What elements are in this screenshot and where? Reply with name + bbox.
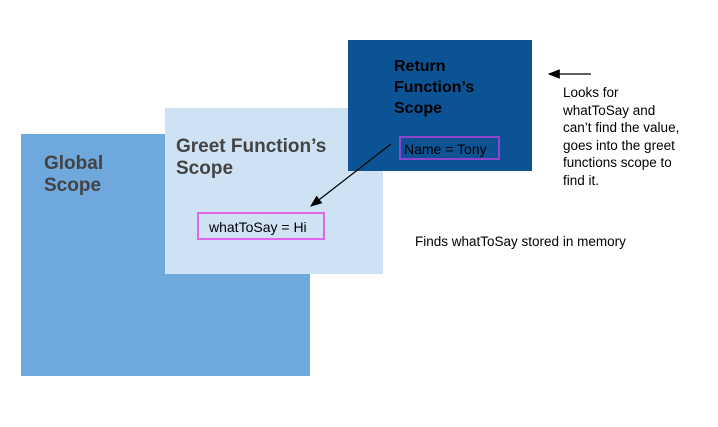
- return-scope-title: Return Function’s Scope: [394, 57, 474, 119]
- found-note: Finds whatToSay stored in memory: [415, 234, 626, 249]
- note-line: whatToSay and: [563, 102, 656, 118]
- global-scope-title: Global Scope: [44, 153, 103, 197]
- title-line: Scope: [44, 174, 102, 196]
- title-line: Greet Function’s: [176, 136, 327, 157]
- greet-function-scope-box: Greet Function’s Scope whatToSay = Hi: [165, 108, 383, 274]
- whattosay-variable: whatToSay = Hi: [197, 212, 325, 240]
- lookup-arrow-icon: [310, 143, 392, 207]
- note-line: Looks for: [563, 85, 619, 100]
- note-line: goes into the greet: [563, 137, 675, 153]
- title-line: Return: [394, 58, 446, 75]
- title-line: Scope: [394, 99, 443, 117]
- title-line: Global: [44, 153, 104, 174]
- return-function-scope-box: Return Function’s Scope Name = Tony: [348, 40, 532, 171]
- note-line: can’t find the value,: [563, 120, 680, 136]
- note-line: find it.: [563, 172, 600, 188]
- lookup-note: Looks for whatToSay and can’t find the v…: [563, 84, 718, 189]
- title-line: Scope: [176, 157, 234, 179]
- title-line: Function’s: [394, 78, 475, 96]
- greet-scope-title: Greet Function’s Scope: [176, 136, 326, 180]
- name-variable: Name = Tony: [399, 136, 500, 160]
- note-line: functions scope to: [563, 155, 672, 171]
